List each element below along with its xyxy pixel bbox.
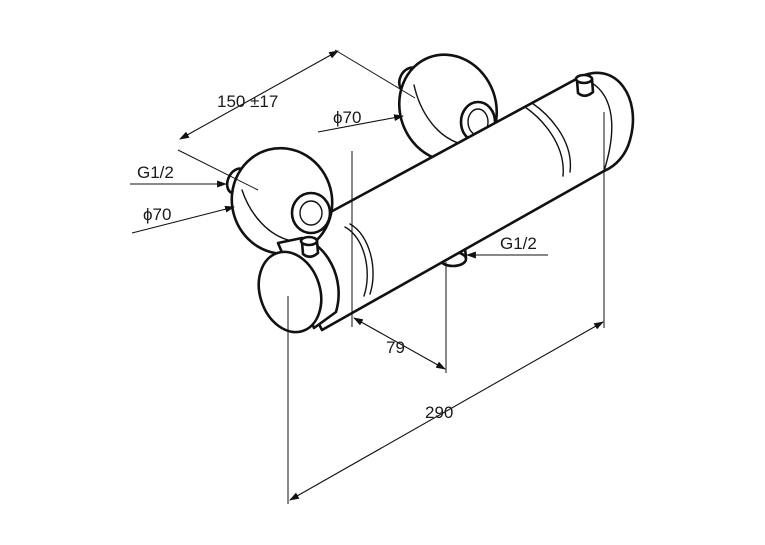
thread-bottom-label: G1/2 [500, 234, 537, 253]
left-handle-knob [257, 236, 340, 334]
dimension-length-290: 290 [287, 112, 605, 504]
dimension-thread-bottom: G1/2 [466, 234, 548, 259]
dimension-diameter-right: ϕ70 [317, 108, 404, 133]
diameter-left-label: ϕ70 [143, 205, 171, 224]
left-wall-connector [225, 146, 334, 256]
dimension-diameter-left: ϕ70 [131, 205, 235, 234]
mixer-body-group [225, 53, 635, 334]
top-pins [299, 73, 595, 259]
dimension-spacing-150: 150 ±17 [177, 49, 416, 191]
thread-left-label: G1/2 [137, 163, 174, 182]
offset-79-label: 79 [386, 338, 405, 357]
diameter-right-label: ϕ70 [333, 108, 361, 127]
dimension-thread-left: G1/2 [130, 163, 227, 188]
spacing-label: 150 ±17 [217, 92, 278, 111]
length-290-label: 290 [425, 403, 453, 422]
